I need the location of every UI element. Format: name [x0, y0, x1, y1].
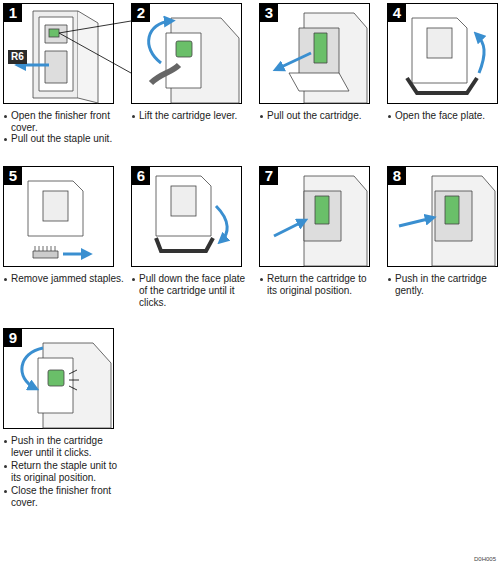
instruction-text: Lift the cartridge lever.	[131, 110, 256, 122]
label-text: Remove jammed staples.	[11, 273, 124, 284]
label-text: 7	[265, 167, 273, 184]
step-number: 8	[388, 167, 406, 185]
label-text: Pull out the cartridge.	[267, 110, 362, 121]
step-number: 9	[4, 329, 22, 347]
instruction-text: Push in the cartridge gently.	[387, 273, 497, 297]
bullet	[132, 278, 135, 281]
step-number: 3	[260, 4, 278, 22]
label-text: 9	[9, 329, 17, 346]
label-text: Close the finisher front cover.	[11, 485, 111, 508]
bullet	[260, 278, 263, 281]
figure-code: D0H005	[474, 556, 496, 562]
instruction-text: Close the finisher front cover.	[3, 485, 113, 509]
bullet	[4, 465, 7, 468]
label-text: Open the finisher front cover.	[11, 110, 110, 133]
bullet	[4, 490, 7, 493]
label-text: Push in the cartridge gently.	[395, 273, 487, 296]
instruction-text: Return the cartridge to its original pos…	[259, 273, 377, 297]
instruction-text: Remove jammed staples.	[3, 273, 128, 285]
bullet	[4, 115, 7, 118]
bullet	[4, 440, 7, 443]
label-text: Return the cartridge to its original pos…	[267, 273, 367, 296]
bullet	[388, 115, 391, 118]
label-text: 2	[137, 4, 145, 21]
step-number: 5	[4, 167, 22, 185]
label-text: R6	[11, 51, 24, 62]
label-text: 8	[393, 167, 401, 184]
instruction-text: Open the finisher front cover.	[3, 110, 128, 134]
step-number: 4	[388, 4, 406, 22]
bullet	[4, 138, 7, 141]
bullet	[4, 278, 7, 281]
label-text: D0H005	[474, 556, 496, 562]
bullet	[388, 278, 391, 281]
label-text: Push in the cartridge lever until it cli…	[11, 435, 103, 458]
instruction-text: Push in the cartridge lever until it cli…	[3, 435, 123, 459]
step-number: 2	[132, 4, 150, 22]
label-text: Pull out the staple unit.	[11, 133, 112, 144]
label-text: Pull down the face plate of the cartridg…	[139, 273, 245, 308]
instruction-text: Pull down the face plate of the cartridg…	[131, 273, 249, 309]
bullet	[260, 115, 263, 118]
label-text: Return the staple unit to its original p…	[11, 460, 117, 483]
instruction-text: Return the staple unit to its original p…	[3, 460, 128, 484]
label-text: Open the face plate.	[395, 110, 485, 121]
bullet	[132, 115, 135, 118]
label-text: 4	[393, 4, 401, 21]
label-text: 1	[9, 4, 17, 21]
instruction-text: Open the face plate.	[387, 110, 497, 122]
label-text: 6	[137, 167, 145, 184]
label-text: 5	[9, 167, 17, 184]
label-text: 3	[265, 4, 273, 21]
step-number: 6	[132, 167, 150, 185]
instruction-text: Pull out the staple unit.	[3, 133, 128, 145]
label-text: Lift the cartridge lever.	[139, 110, 237, 121]
step-number: 1	[4, 4, 22, 22]
callout-label: R6	[8, 50, 27, 64]
instruction-text: Pull out the cartridge.	[259, 110, 384, 122]
step-number: 7	[260, 167, 278, 185]
